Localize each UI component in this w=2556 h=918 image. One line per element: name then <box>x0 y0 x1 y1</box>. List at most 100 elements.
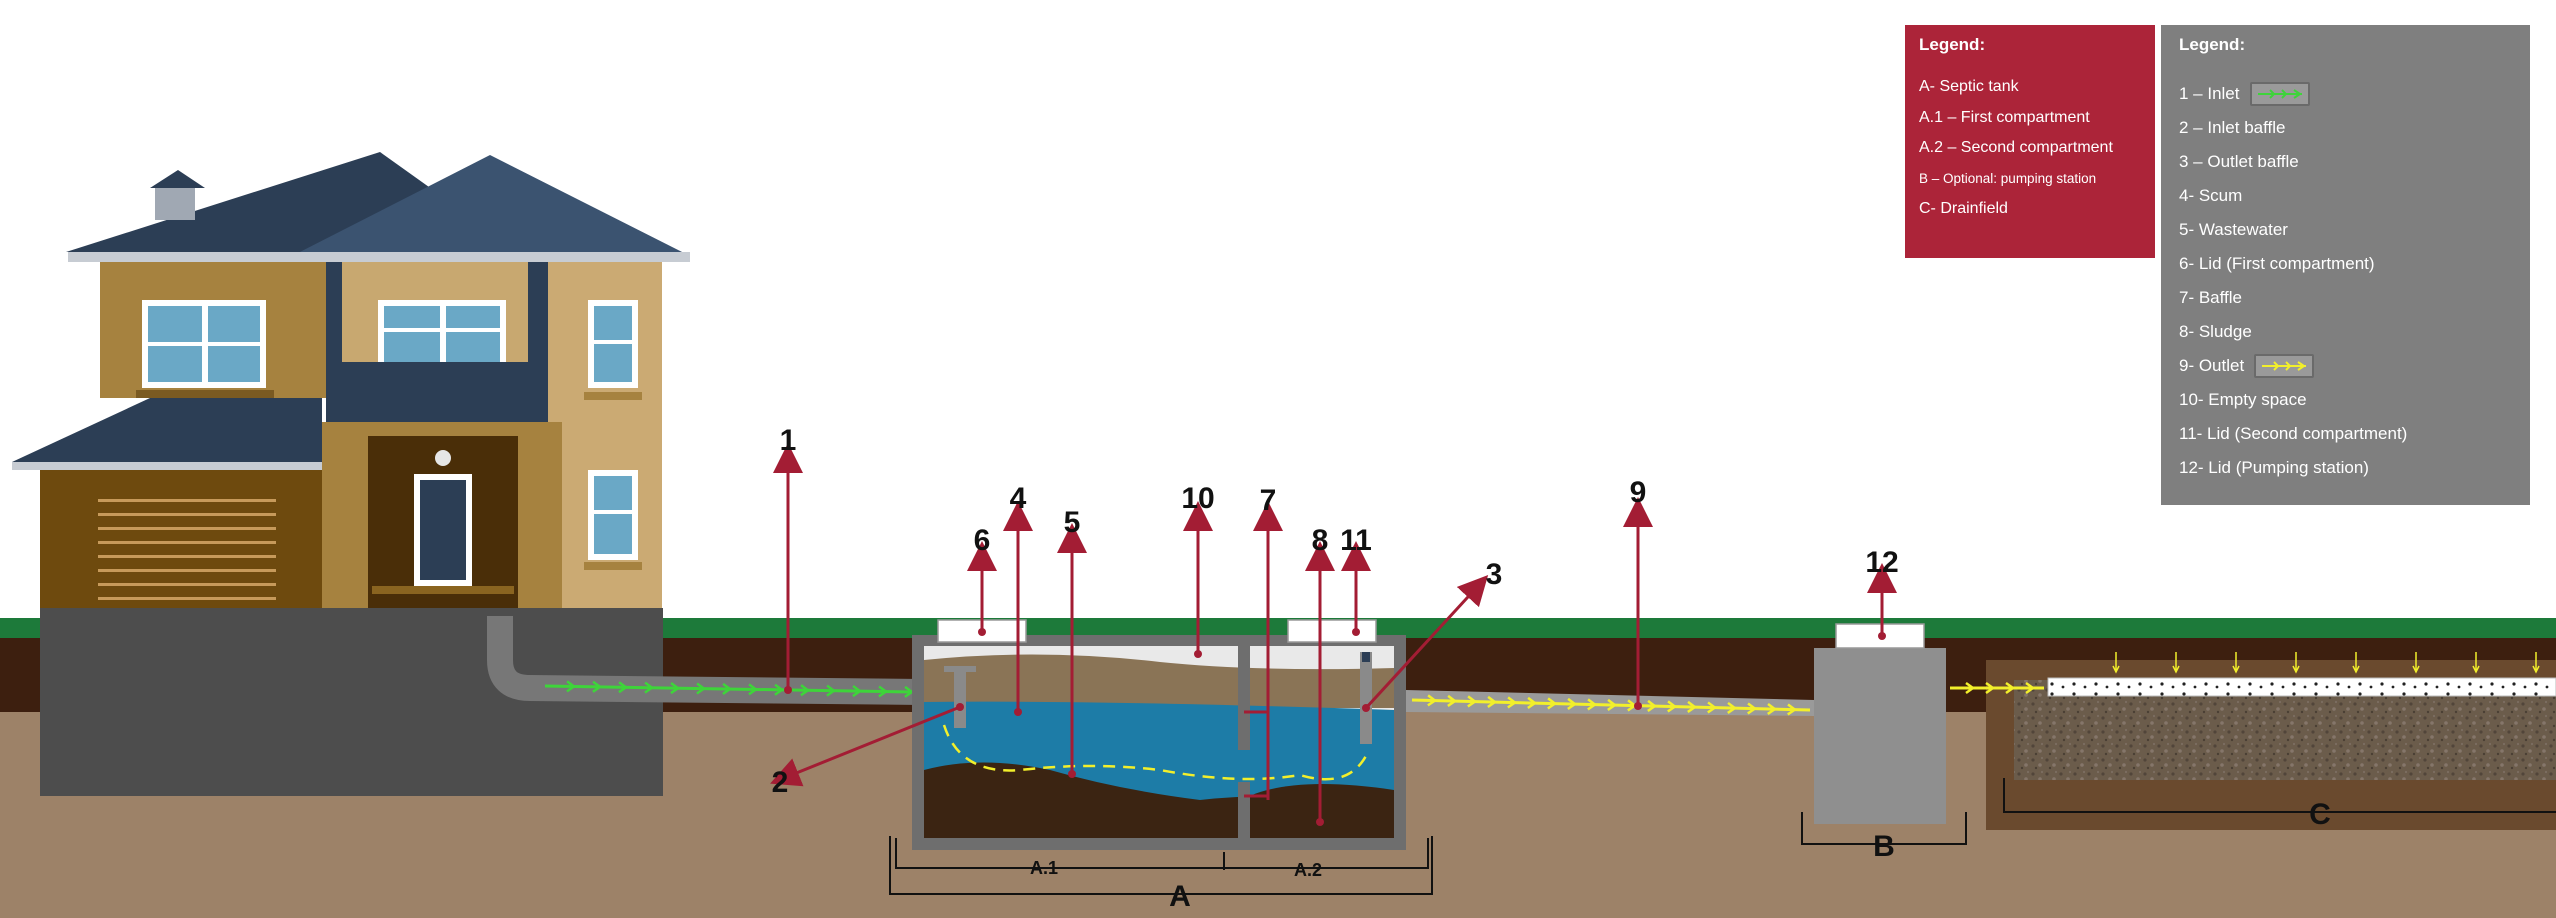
outlet-baffle <box>1360 652 1372 744</box>
pumping-station <box>1814 623 1946 824</box>
legend-item-outlet-label: 9- Outlet <box>2179 356 2245 375</box>
pump-station-body <box>1814 648 1946 824</box>
drip-arrow <box>2532 652 2540 674</box>
outlet-chevron <box>1427 694 1438 707</box>
legend-item-baffle: 7- Baffle <box>2179 288 2243 307</box>
drain-chevron <box>2025 681 2036 695</box>
legend-item-inlet-baffle: 2 – Inlet baffle <box>2179 118 2286 137</box>
bracket-b <box>1801 812 1967 845</box>
legend-item-lid-second: 11- Lid (Second compartment) <box>2179 424 2408 443</box>
drain-chevron <box>2005 681 2016 695</box>
legend-item-lid-first: 6- Lid (First compartment) <box>2179 254 2375 273</box>
legend-item-pumping-station: B – Optional: pumping station <box>1919 170 2097 186</box>
outlet-chevron <box>1507 696 1518 709</box>
inlet-chevron <box>722 682 733 695</box>
legend-item-second-compartment: A.2 – Second compartment <box>1919 139 2113 156</box>
outlet-chevron <box>1687 700 1698 713</box>
garage-roof <box>12 398 322 462</box>
legend-item-inlet-label: 1 – Inlet <box>2179 84 2240 103</box>
legend-components: Legend: A- Septic tank A.1 – First compa… <box>1905 25 2155 258</box>
inlet-chevron <box>748 683 759 696</box>
drip-arrow <box>2412 652 2420 674</box>
drainfield <box>1950 652 2556 830</box>
inlet-chevron <box>618 681 629 694</box>
inlet-chevron <box>878 685 889 698</box>
outlet-chevron <box>1667 700 1678 713</box>
label-1: 1 <box>780 424 797 457</box>
outlet-chevron <box>1587 698 1598 711</box>
lid-second-compartment <box>1287 619 1377 643</box>
label-a1: A.1 <box>1030 858 1058 878</box>
brackets <box>889 778 2556 895</box>
inlet-chevron <box>644 681 655 694</box>
center-baffle <box>1238 646 1250 750</box>
legend-parts-title: Legend: <box>2179 35 2246 54</box>
outlet-chevron <box>1747 702 1758 715</box>
scum-layer <box>924 654 1394 708</box>
legend-item-first-compartment: A.1 – First compartment <box>1919 108 2090 126</box>
legend-components-title: Legend: <box>1919 35 1986 54</box>
drip-arrow <box>2292 652 2300 674</box>
house-drain-pipe <box>487 616 923 705</box>
number-labels: 1 2 3 4 5 6 7 8 9 10 11 12 A.1 A.2 A B C <box>772 424 2331 913</box>
inlet-chevron <box>774 683 785 696</box>
outlet-flow <box>1406 690 1814 716</box>
inlet-chevron <box>670 682 681 695</box>
label-3: 3 <box>1486 558 1503 591</box>
label-7: 7 <box>1260 484 1277 517</box>
inlet-baffle <box>954 668 966 728</box>
label-6: 6 <box>974 524 991 557</box>
chimney <box>155 186 195 220</box>
legend-item-sludge: 8- Sludge <box>2179 322 2252 341</box>
legend-item-scum: 4- Scum <box>2179 186 2243 205</box>
drain-chevron <box>1965 681 1976 695</box>
label-9: 9 <box>1630 476 1647 509</box>
inlet-chevron <box>696 682 707 695</box>
yellow-arrow-icon <box>2254 354 2315 378</box>
roof-right <box>292 155 690 256</box>
drip-arrow <box>2352 652 2360 674</box>
inlet-flow-arrows <box>544 680 915 698</box>
legend-item-drainfield: C- Drainfield <box>1919 200 2008 217</box>
pointers <box>770 443 1897 826</box>
outlet-chevron <box>1767 702 1778 715</box>
legend-item-outlet-baffle: 3 – Outlet baffle <box>2179 152 2299 171</box>
garage-door <box>98 490 276 604</box>
pointer-3 <box>1364 574 1489 710</box>
distribution-pipe <box>2047 677 2556 697</box>
drip-arrow <box>2472 652 2480 674</box>
green-arrow-icon <box>2249 82 2310 106</box>
legend-item-outlet: 9- Outlet <box>2179 349 2512 383</box>
outlet-chevron <box>1607 698 1618 711</box>
septic-tank <box>912 619 1406 850</box>
house <box>12 152 923 796</box>
label-10: 10 <box>1181 482 1214 515</box>
drip-arrow <box>2172 652 2180 674</box>
outlet-chevron <box>1567 697 1578 710</box>
label-8: 8 <box>1312 524 1329 557</box>
flow-path <box>942 724 1370 781</box>
inlet-chevron <box>852 685 863 698</box>
outlet-chevron <box>1547 697 1558 710</box>
outlet-chevron <box>1487 695 1498 708</box>
label-5: 5 <box>1064 506 1081 539</box>
legend-item-inlet: 1 – Inlet <box>2179 77 2512 111</box>
outlet-chevron <box>1527 696 1538 709</box>
label-c: C <box>2309 798 2331 831</box>
inlet-chevron <box>566 680 577 693</box>
legend-item-wastewater: 5- Wastewater <box>2179 220 2288 239</box>
drip-arrow <box>2112 652 2120 674</box>
drip-arrow <box>2232 652 2240 674</box>
inlet-chevron <box>592 680 603 693</box>
label-b: B <box>1873 830 1895 863</box>
outlet-chevron <box>1647 699 1658 712</box>
label-a2: A.2 <box>1294 860 1322 880</box>
inlet-chevron <box>800 684 811 697</box>
legend-item-empty-space: 10- Empty space <box>2179 390 2307 409</box>
house-foundation <box>40 608 663 796</box>
gravel-bed <box>2014 680 2556 780</box>
label-4: 4 <box>1010 482 1027 515</box>
legend-parts: Legend: 1 – Inlet 2 – Inlet baffle 3 – O… <box>2161 25 2530 505</box>
label-2: 2 <box>772 766 789 799</box>
